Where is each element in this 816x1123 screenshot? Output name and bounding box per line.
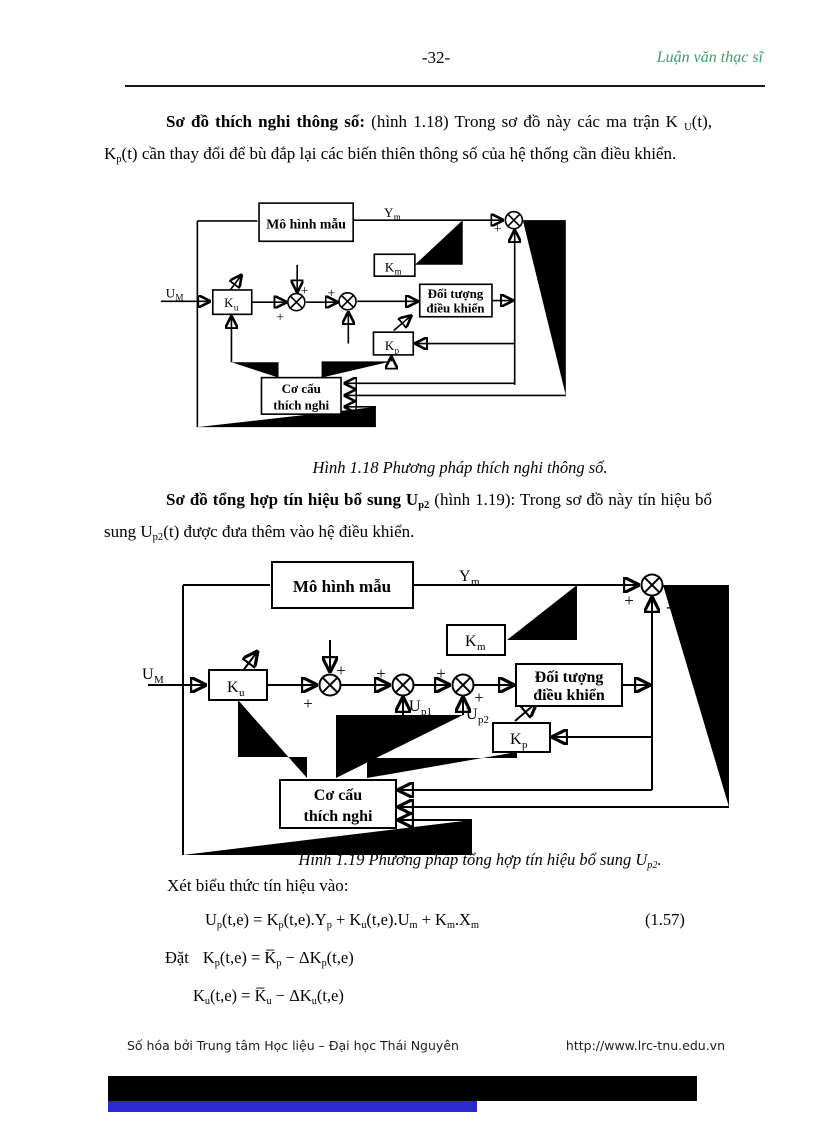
fig1-ku-sub: u: [234, 302, 239, 312]
fig2-sum-junction-2: [391, 673, 415, 697]
fig2-up1-sub: p1: [421, 706, 432, 718]
paragraph-2: Sơ đồ tổng hợp tín hiệu bổ sung Up2 (hìn…: [104, 484, 712, 548]
fig1-km-label: K: [385, 259, 395, 274]
fig1-km-box: [373, 253, 416, 277]
fig2-km-box: [446, 624, 506, 656]
header-rule: [125, 85, 765, 87]
fig1-connectors: [160, 220, 566, 428]
dat-label: Đặt: [165, 948, 189, 967]
fig2-model-box: [271, 561, 414, 609]
figure-1-caption: Hình 1.18 Phương pháp thích nghi thông s…: [312, 458, 608, 477]
fig2-km-sub: m: [477, 641, 486, 653]
fig2-um-label: U: [142, 666, 154, 683]
paragraph-1-lead: Sơ đồ thích nghi thông số:: [166, 112, 365, 131]
fig1-error-junction: [504, 210, 524, 230]
figure-1-diagram: Mô hình mẫu K m K u Đối tượng điều khiển…: [160, 202, 566, 428]
fig2-connectors: [148, 585, 729, 855]
fig1-model-label: Mô hình mẫu: [266, 216, 346, 231]
paragraph-2-lead: Sơ đồ tổng hợp tín hiệu bổ sung Up2: [166, 490, 430, 512]
paragraph-1-body: (hình 1.18) Trong sơ đồ này các ma trận …: [104, 112, 712, 166]
footer-blue-bar: [108, 1101, 477, 1112]
fig1-plant-label-1: Đối tượng: [428, 286, 484, 301]
dat-equation-1: Kp(t,e) = K̅p − ΔKp(t,e): [202, 948, 354, 970]
equation-intro: Xét biểu thức tín hiệu vào:: [167, 876, 349, 895]
footer-black-bar: [108, 1076, 697, 1101]
fig1-plus-j1-left: +: [276, 310, 284, 325]
paragraph-2-body: (hình 1.19): Trong sơ đồ này tín hiệu bổ…: [104, 490, 712, 544]
fig1-plus-j1-top: +: [301, 283, 309, 298]
fig1-ym-sub: m: [394, 212, 401, 222]
fig2-km-label: K: [465, 633, 477, 650]
fig2-ku-label: K: [227, 679, 239, 696]
fig2-adapt-label-2: thích nghi: [304, 808, 373, 825]
footer-left-text: Số hóa bởi Trung tâm Học liệu – Đại học …: [127, 1038, 459, 1053]
fig2-signal-labels: U M Y m U p1 U p2 + + + + + + -: [142, 568, 672, 726]
fig2-error-junction: [640, 573, 664, 597]
fig2-kp-label: K: [510, 731, 522, 748]
fig2-ym-label: Y: [459, 568, 471, 585]
fig2-up2-label: U: [466, 706, 478, 723]
fig1-km-sub: m: [395, 267, 402, 277]
fig2-sum-junction-1: [318, 673, 342, 697]
fig2-up2-sub: p2: [478, 714, 489, 726]
fig2-plus-j1-top: +: [336, 661, 346, 680]
fig1-plus-error: +: [494, 221, 502, 236]
fig2-adapt-box: [279, 779, 397, 829]
dat-line-1: Đặt Kp(t,e) = K̅p − ΔKp(t,e): [165, 948, 354, 970]
fig2-model-label: Mô hình mẫu: [293, 577, 391, 596]
fig2-plus-j2: +: [376, 664, 386, 683]
header-page-number: -32-: [421, 48, 451, 67]
fig1-ku-label: K: [224, 295, 234, 310]
fig2-plant-label-2: điều khiển: [533, 687, 605, 704]
fig1-kp-box: [372, 331, 415, 356]
fig2-up1-label: U: [409, 698, 421, 715]
fig1-model-box: [258, 202, 354, 243]
fig1-kp-label: K: [385, 338, 395, 353]
fig2-um-sub: M: [154, 674, 164, 686]
fig1-plant-label-2: điều khiển: [426, 301, 485, 316]
fig2-sum-junction-3: [451, 673, 475, 697]
fig2-kp-box: [492, 722, 551, 753]
fig1-signal-labels: U M Y m + + + + -: [166, 205, 531, 325]
fig2-plus-error: +: [624, 591, 634, 610]
equation-157: Up(t,e) = Kp(t,e).Yp + Ku(t,e).Um + Km.X…: [205, 910, 479, 932]
fig2-plus-j3: +: [436, 664, 446, 683]
fig2-ym-sub: m: [471, 576, 480, 588]
figure-2-diagram: Mô hình mẫu K m K u Đối tượng điều khiển…: [142, 561, 729, 855]
dat-equation-2: Ku(t,e) = K̅u − ΔKu(t,e): [193, 986, 344, 1008]
fig1-ku-box: [211, 289, 253, 316]
fig2-plant-label-1: Đối tượng: [535, 669, 604, 686]
fig2-ku-box: [208, 669, 268, 701]
fig2-plus-j1-left: +: [303, 694, 313, 713]
fig2-ku-sub: u: [239, 687, 245, 699]
fig1-plant-box: [418, 283, 493, 318]
fig1-minus-error: -: [526, 227, 531, 242]
fig1-sum-junction-2: [338, 292, 357, 311]
fig1-um-label: U: [166, 285, 176, 300]
fig1-sum-junction-1: [287, 292, 306, 312]
fig1-adapt-box: [260, 376, 342, 415]
fig1-um-sub: M: [175, 293, 183, 303]
figure-2-caption: Hình 1.19 Phương pháp tổng hợp tín hiệu …: [298, 850, 662, 872]
fig1-ym-label: Y: [384, 205, 394, 220]
fig2-adapt-label-1: Cơ cấu: [314, 787, 363, 804]
fig2-plant-box: [515, 663, 623, 707]
equation-157-number: (1.57): [645, 910, 685, 929]
paragraph-1: Sơ đồ thích nghi thông số: (hình 1.18) T…: [104, 106, 712, 170]
fig1-plus-j2: +: [327, 285, 335, 300]
fig1-kp-sub: p: [395, 345, 400, 355]
fig2-kp-sub: p: [522, 739, 528, 751]
fig2-plus-j3-bottom: +: [474, 688, 484, 707]
fig2-minus-error: -: [666, 597, 672, 616]
footer-url: http://www.lrc-tnu.edu.vn: [565, 1038, 725, 1053]
header-thesis-label: Luận văn thạc sĩ: [656, 49, 763, 66]
fig1-adapt-label-2: thích nghi: [273, 397, 329, 412]
fig1-adapt-label-1: Cơ cấu: [282, 381, 321, 396]
